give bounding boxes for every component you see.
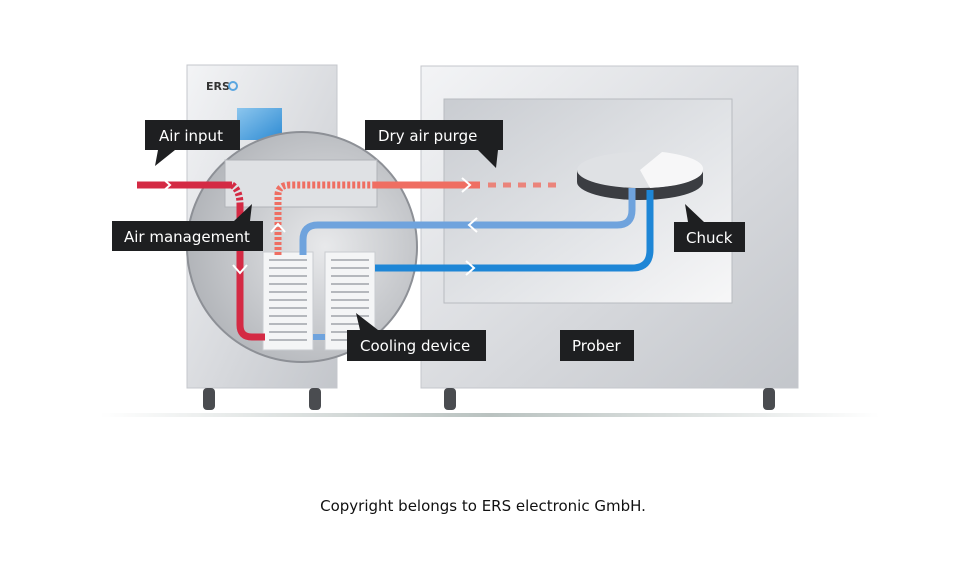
label-cooling-device: Cooling device [347,313,486,361]
label-air-management: Air management [112,204,263,251]
arrow-right-icon [461,177,472,193]
dry-air-flow-dotted [274,181,375,255]
chuck [577,152,704,200]
svg-text:Prober: Prober [572,337,622,355]
air-to-cooler-flow [236,205,265,341]
arrow-down-icon [232,264,248,275]
air-input-flow-dotted [229,182,244,206]
arrow-left-icon [467,217,478,233]
arrow-right-icon [161,177,172,193]
arrow-up-icon [270,222,286,233]
svg-text:Cooling device: Cooling device [360,337,470,355]
wheel [309,388,321,410]
svg-text:Air management: Air management [124,228,250,246]
wheel [444,388,456,410]
label-air-input: Air input [145,120,240,166]
arrow-right-icon [465,260,476,276]
label-prober: Prober [560,330,634,361]
wheel [763,388,775,410]
svg-text:Chuck: Chuck [686,229,733,247]
label-chuck: Chuck [674,204,745,252]
wheel [203,388,215,410]
ers-logo: ERS [206,80,230,93]
cold-air-supply-flow [375,190,654,272]
ers-logo-mark-icon [228,81,238,91]
air-management-unit [224,159,378,208]
copyright-notice: Copyright belongs to ERS electronic GmbH… [320,497,646,515]
svg-text:Dry air purge: Dry air purge [378,127,477,145]
svg-text:Air input: Air input [159,127,223,145]
label-dry-air-purge: Dry air purge [365,120,503,168]
floor-line [100,413,880,417]
